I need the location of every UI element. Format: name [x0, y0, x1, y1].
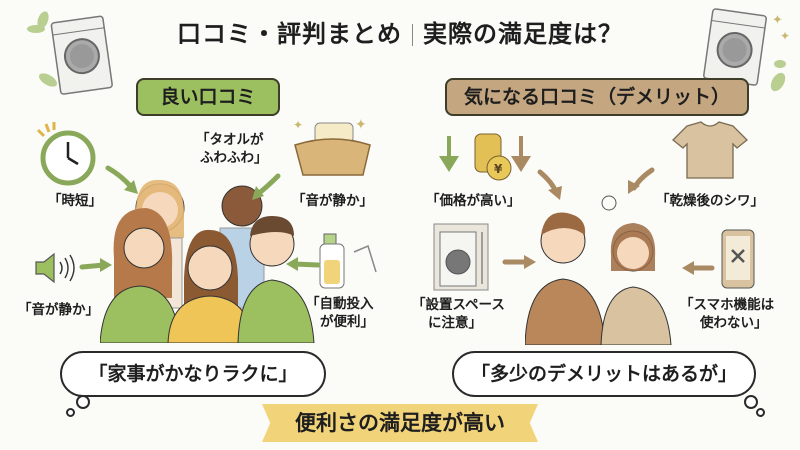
- worried-people-illustration: [525, 195, 672, 345]
- washing-machine-icon: ✦ ✦: [703, 8, 790, 92]
- good-summary-cloud: 「家事がかなりラクに」: [60, 351, 326, 397]
- comment-quiet-top: 「音が静か」: [292, 193, 373, 209]
- comment-auto-dose-2: が便利」: [320, 314, 374, 330]
- title-separator: [412, 24, 413, 46]
- bad-reviews-heading: 気になる口コミ（デメリット）: [445, 78, 749, 116]
- thought-bubble-dot: [744, 395, 758, 409]
- washer-space-icon: [433, 223, 489, 291]
- clock-icon: [36, 122, 96, 186]
- thought-bubble-dot: [66, 408, 75, 417]
- speaker-icon: [35, 252, 75, 284]
- bad-summary-cloud: 「多少のデメリットはあるが」: [452, 351, 756, 397]
- comment-wrinkles: 「乾燥後のシワ」: [656, 193, 764, 209]
- comment-time-saving: 「時短」: [48, 193, 102, 209]
- comment-space-2: に注意」: [428, 315, 482, 331]
- smartphone-x-icon: [721, 229, 755, 289]
- conclusion-banner: 便利さの満足度が高い: [262, 404, 538, 442]
- svg-text:✦: ✦: [780, 29, 790, 43]
- happy-people-illustration: [100, 179, 315, 343]
- title-right: 実際の満足度は？: [423, 20, 623, 48]
- yen-coins-icon: ¥: [439, 133, 531, 181]
- towel-basket-icon: ✦ ✦: [293, 117, 371, 176]
- comment-quiet-left: 「音が静か」: [18, 302, 99, 318]
- page-title: 口コミ・評判まとめ実際の満足度は？: [0, 14, 800, 49]
- comment-no-smartphone-1: 「スマホ機能は: [680, 297, 775, 313]
- comment-fluffy-towel-2: ふわふわ」: [200, 150, 268, 166]
- good-reviews-heading: 良い口コミ: [136, 78, 280, 116]
- thought-bubble-dot: [756, 408, 765, 417]
- svg-text:✦: ✦: [293, 118, 303, 132]
- comment-auto-dose-1: 「自動投入: [306, 296, 374, 312]
- svg-text:¥: ¥: [494, 162, 503, 176]
- tshirt-icon: [672, 121, 748, 179]
- comment-no-smartphone-2: 使わない」: [700, 315, 768, 331]
- thought-bubble-dot: [76, 395, 90, 409]
- detergent-bottle-icon: [319, 233, 377, 289]
- svg-text:✦: ✦: [772, 13, 783, 28]
- comment-space-1: 「設置スペース: [412, 297, 505, 313]
- washing-machine-icon: [27, 11, 113, 95]
- svg-text:✦: ✦: [355, 117, 367, 133]
- comment-expensive: 「価格が高い」: [426, 193, 521, 209]
- title-left: 口コミ・評判まとめ: [177, 20, 402, 48]
- comment-fluffy-towel-1: 「タオルが: [196, 132, 264, 148]
